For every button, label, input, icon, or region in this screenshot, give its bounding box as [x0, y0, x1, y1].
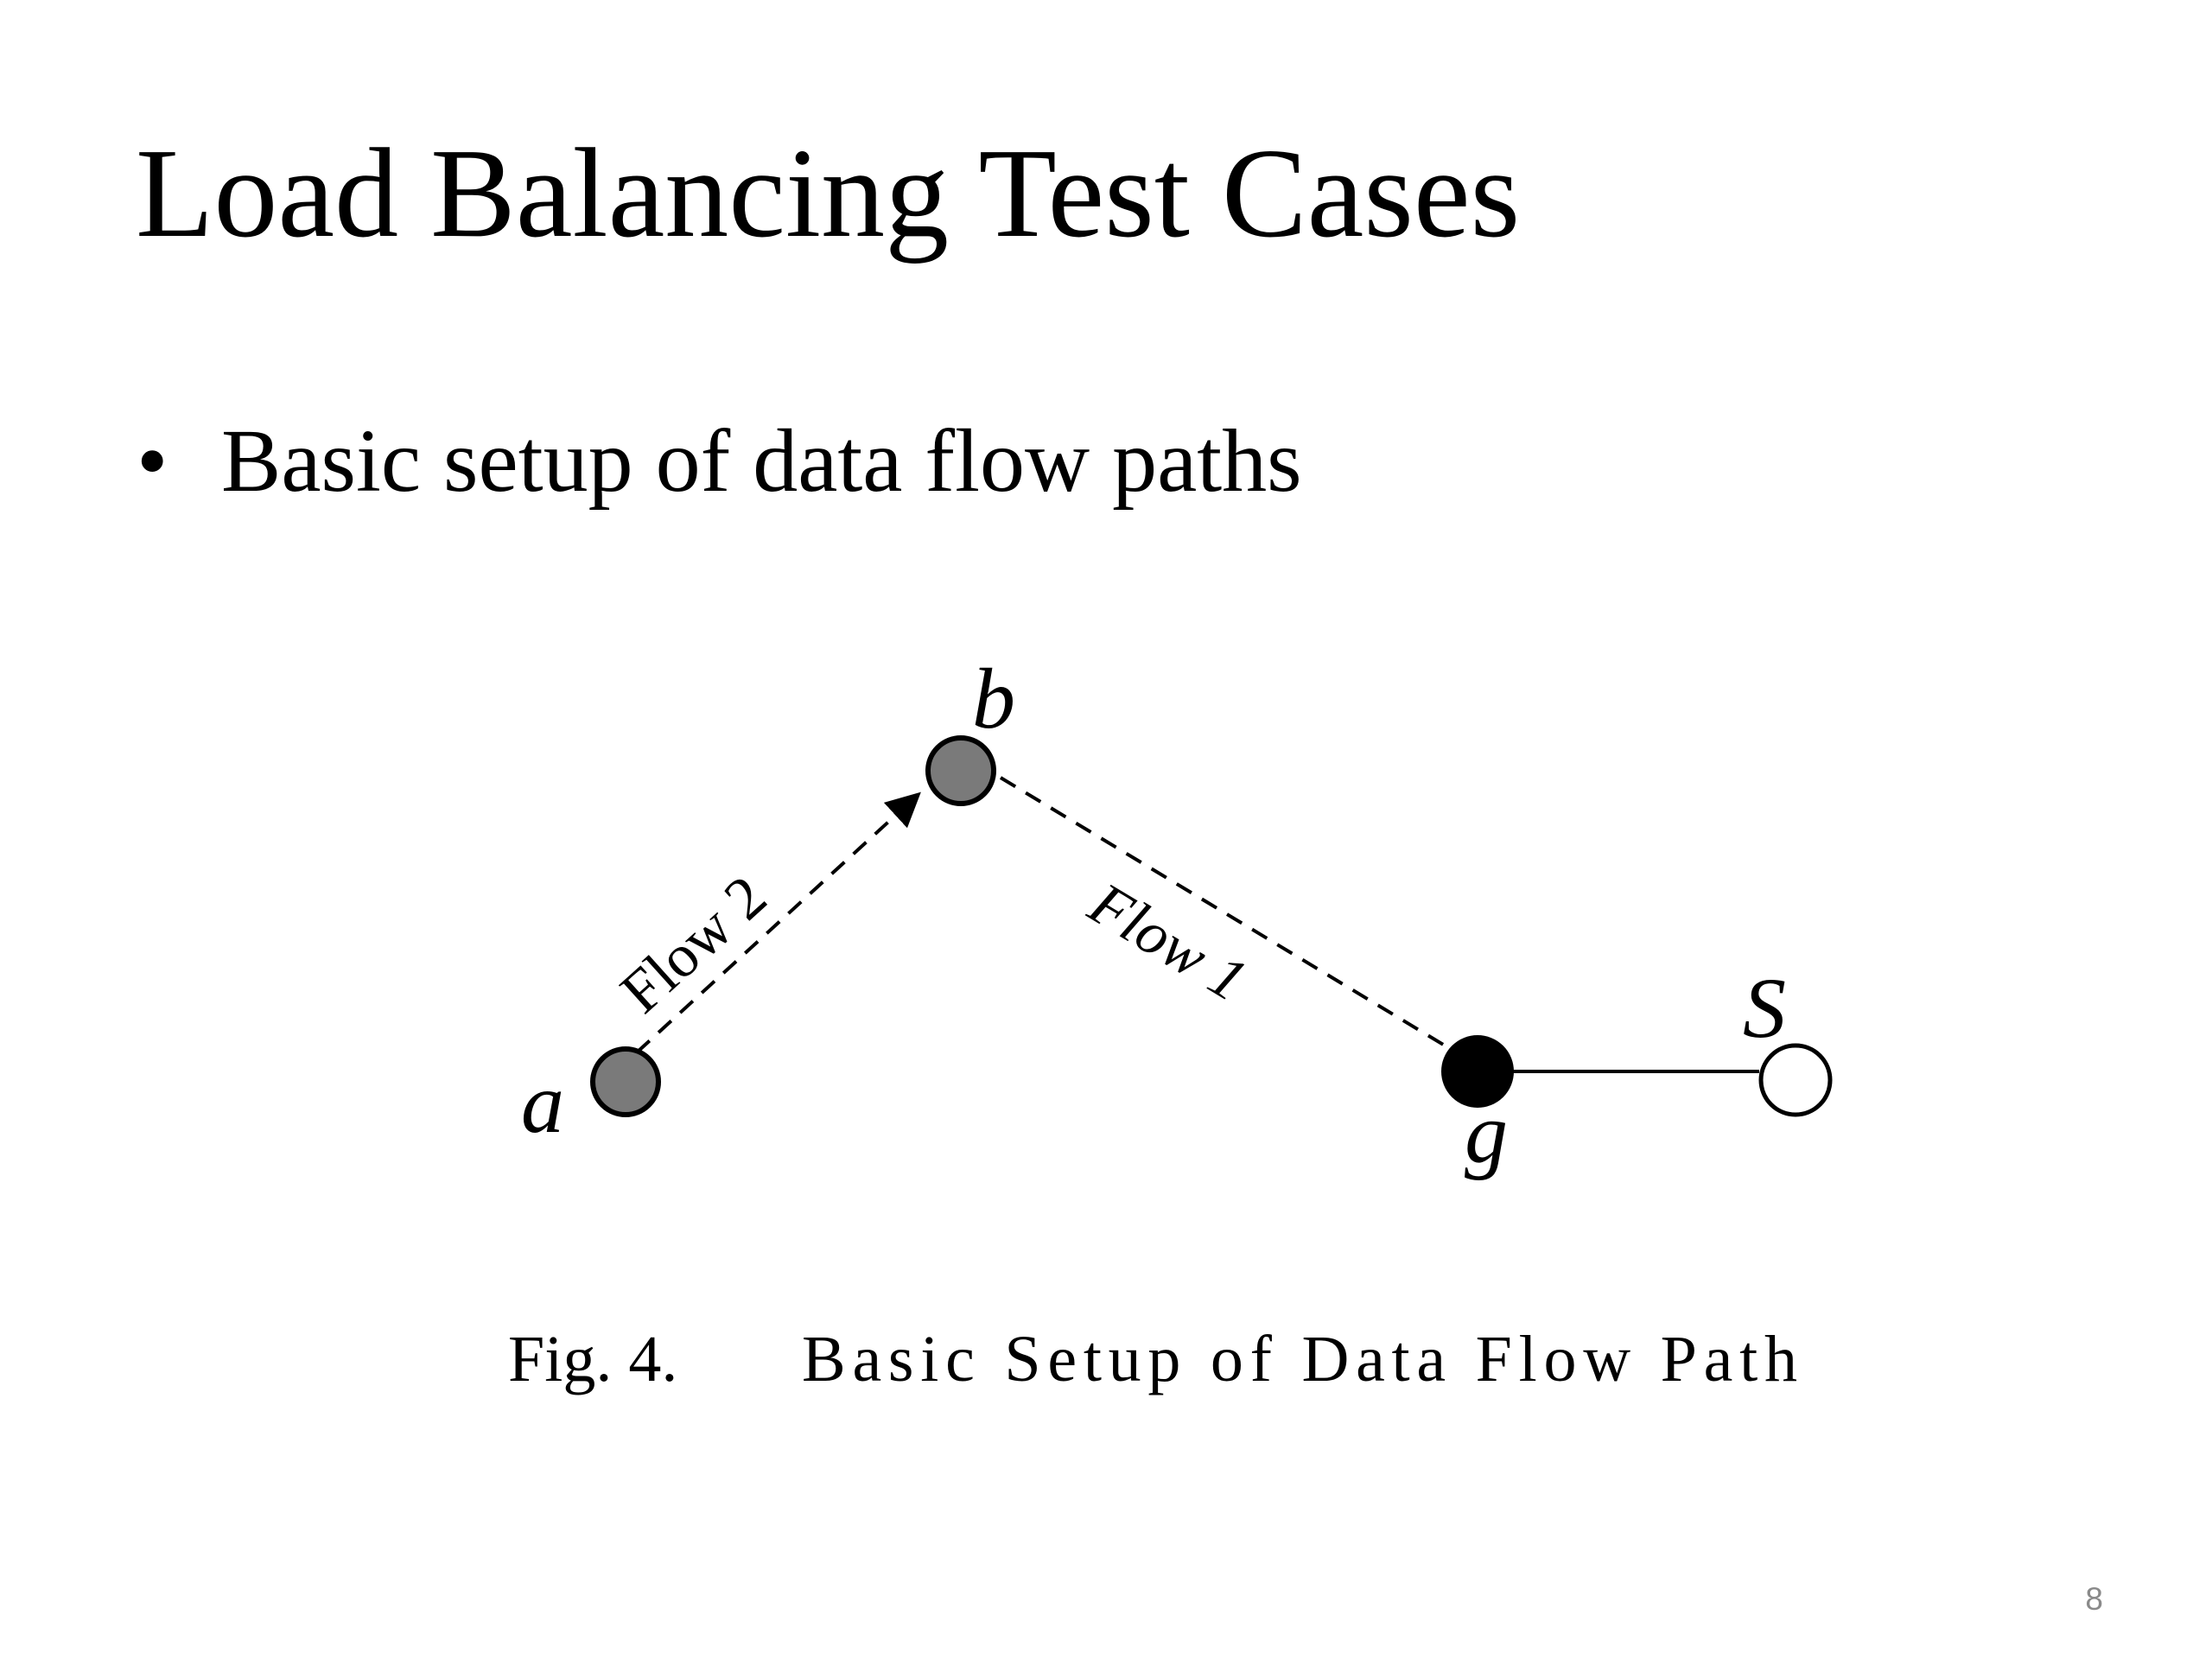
bullet-item: •Basic setup of data flow paths: [137, 416, 1302, 506]
node-label-a: a: [521, 1055, 564, 1151]
bullet-text: Basic setup of data flow paths: [221, 411, 1302, 511]
edge-flow-2: [635, 791, 921, 1054]
node-label-s: S: [1743, 960, 1786, 1056]
figure-caption-text: Basic Setup of Data Flow Path: [802, 1323, 1797, 1395]
node-s: [1758, 1043, 1833, 1117]
node-label-g: g: [1465, 1085, 1508, 1181]
node-a: [590, 1046, 661, 1117]
figure-caption-number: Fig. 4.: [508, 1323, 677, 1395]
bullet-symbol: •: [137, 411, 168, 511]
node-label-b: b: [972, 651, 1015, 747]
slide-title: Load Balancing Test Cases: [136, 123, 1521, 264]
node-g: [1441, 1035, 1514, 1108]
node-b: [925, 735, 996, 806]
edge-label-flow-1: Flow 1: [1077, 870, 1258, 1015]
page-number: 8: [2085, 1581, 2103, 1617]
